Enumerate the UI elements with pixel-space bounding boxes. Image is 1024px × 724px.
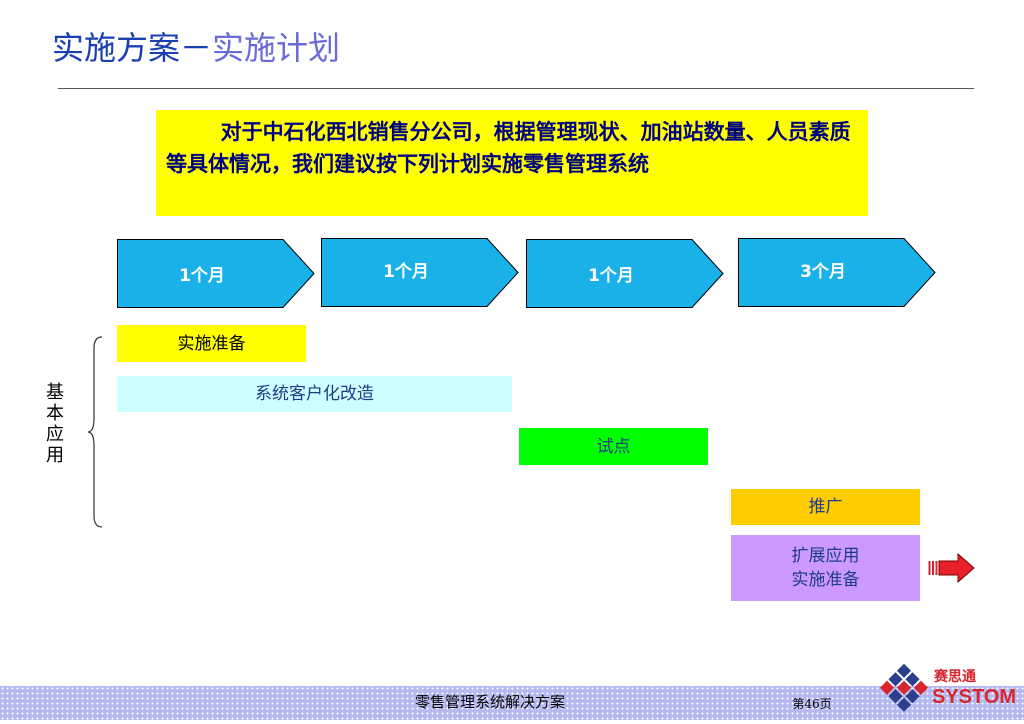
phase-arrow-1: 1个月 <box>117 239 315 308</box>
diamond-grid-logo-icon <box>879 663 929 712</box>
phase-4-label: 3个月 <box>800 262 846 282</box>
task-bar-prep: 实施准备 <box>117 325 306 362</box>
left-brace-icon <box>88 336 103 528</box>
page-number: 第46页 <box>792 697 832 711</box>
chevron-arrow-icon <box>738 238 936 307</box>
title-divider <box>58 88 974 89</box>
phase-2-label: 1个月 <box>383 262 429 282</box>
phase-arrow-2: 1个月 <box>321 238 519 307</box>
basic-application-label: 基本应用 <box>46 382 64 466</box>
phase-arrow-4: 3个月 <box>738 238 936 307</box>
logo-english-text: SYSTOM <box>932 686 1017 708</box>
logo-chinese-text: 赛思通 <box>934 669 976 685</box>
company-logo: 赛思通 SYSTOM <box>876 660 1024 720</box>
phase-1-label: 1个月 <box>179 266 225 286</box>
chevron-arrow-icon <box>321 238 519 307</box>
slide-title-main: 实施方案－ <box>52 29 213 67</box>
red-right-arrow-icon[interactable] <box>928 553 976 583</box>
footer-bar <box>0 686 1024 720</box>
task-bar-rollout: 推广 <box>731 489 920 525</box>
phase-3-label: 1个月 <box>588 266 634 286</box>
chevron-arrow-icon <box>117 239 315 308</box>
slide-title-sub: 实施计划 <box>212 29 341 67</box>
intro-text-box: 对于中石化西北销售分公司，根据管理现状、加油站数量、人员素质等具体情况，我们建议… <box>156 110 868 216</box>
task-bar-pilot: 试点 <box>519 428 708 465</box>
task-bar-extension: 扩展应用 实施准备 <box>731 535 920 601</box>
slide-title: 实施方案－实施计划 <box>52 26 340 70</box>
chevron-arrow-icon <box>526 239 724 308</box>
task-bar-customization: 系统客户化改造 <box>117 376 512 412</box>
footer-title: 零售管理系统解决方案 <box>414 693 565 711</box>
phase-arrow-3: 1个月 <box>526 239 724 308</box>
